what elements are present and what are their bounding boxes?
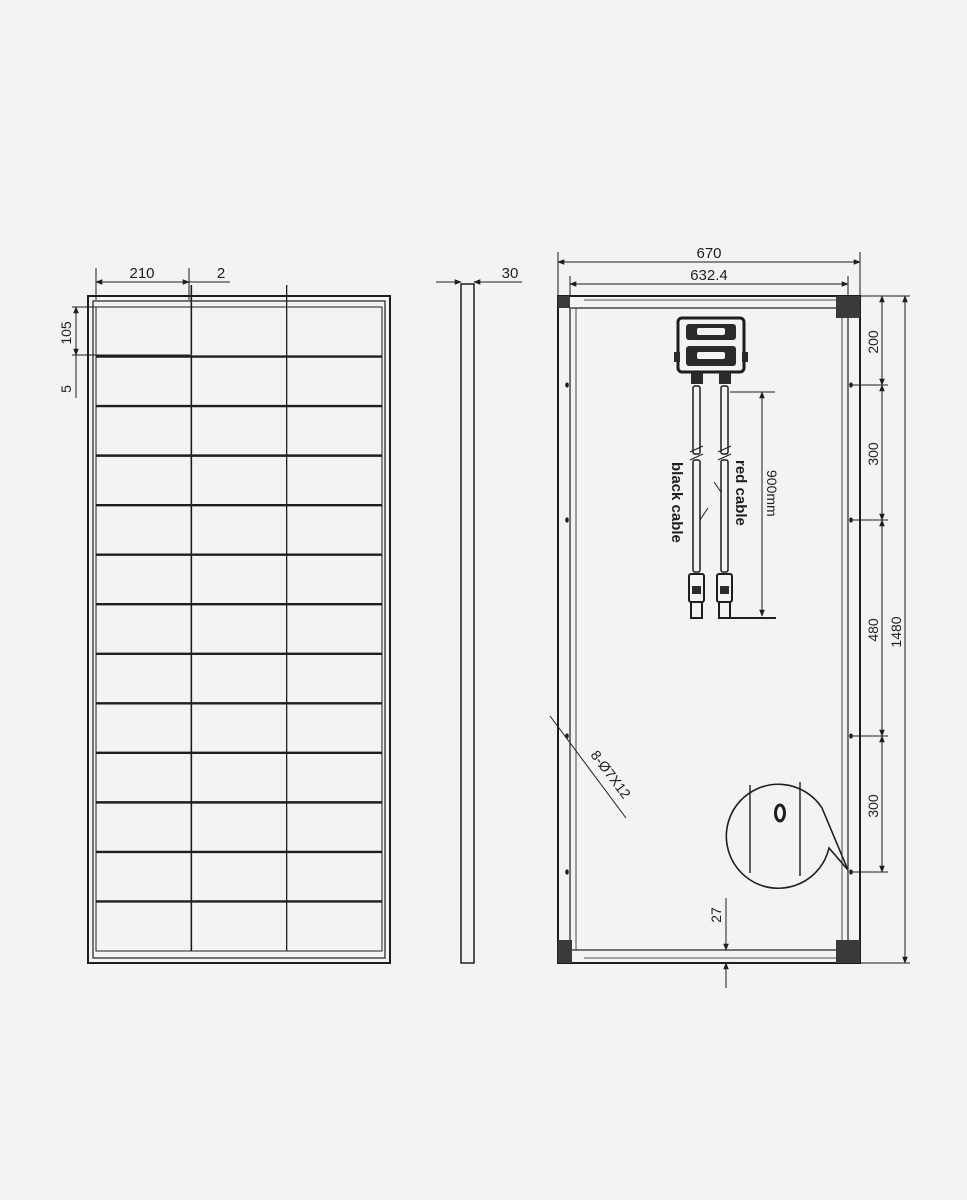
corner-block [558,296,570,308]
corner-block [836,296,860,318]
front-frame-outer [87,295,391,964]
front-glass [95,306,383,952]
dim-top-offset-label: 200 [865,330,881,354]
cell-grid [96,285,382,951]
side-view: 30 [436,265,522,964]
connectors [688,573,733,619]
dim-cell-width-label: 210 [129,265,154,282]
dim-hole-spacing-lower-label: 300 [865,794,881,818]
mounting-holes-label: 8-Ø7X12 [588,747,635,802]
dim-inner-width-label: 632.4 [690,267,728,284]
dim-frame-depth: 27 [708,898,729,988]
dim-row-gap-label: 5 [58,385,74,393]
dim-cable-length: 900mm [730,391,780,619]
mounting-holes [565,382,853,875]
dim-hole-spacing-upper-label: 300 [865,442,881,466]
dim-hole-spacing-middle-label: 480 [865,618,881,642]
corner-block [558,940,572,963]
dim-inner-width: 632.4 [569,267,849,296]
dim-cell-gap-label: 2 [217,265,225,282]
dim-outer-width: 670 [557,245,861,296]
back-frame-inner [569,307,849,951]
dim-vertical-chain: 200 300 480 300 1480 [852,295,910,964]
slot-hole-icon [774,803,786,823]
black-cable-label: black cable [668,462,685,543]
black-cable [692,385,701,455]
dim-cable-length-label: 900mm [764,470,780,517]
junction-box [674,316,748,384]
front-view: 210 2 105 5 [58,265,391,964]
dim-frame-depth-label: 27 [708,907,724,923]
dim-thickness-label: 30 [502,265,519,282]
dim-cell-width: 210 2 [95,265,230,300]
dim-top-margin: 105 5 [58,306,190,398]
back-frame-outer [557,295,861,964]
dim-outer-width-label: 670 [696,245,721,262]
red-cable [720,385,729,455]
side-profile [460,283,475,964]
hole-callout: 8-Ø7X12 [549,715,635,819]
dim-total-height-label: 1480 [888,616,904,647]
red-cable-label: red cable [732,460,749,526]
cables [689,385,732,573]
dim-top-margin-label: 105 [58,321,74,345]
detail-magnifier [725,782,849,890]
back-view: 670 632.4 200 300 480 300 1480 [549,245,910,988]
corner-block [836,940,860,963]
front-frame-inner [92,300,386,959]
